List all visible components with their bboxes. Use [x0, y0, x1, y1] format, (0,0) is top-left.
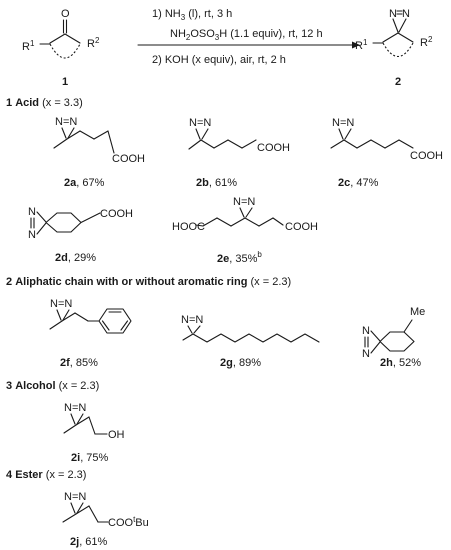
carboxylic-acid-group: COOH: [257, 142, 290, 154]
reaction-conditions: 1) NH3 (l), rt, 3 h NH2OSO3H (1.1 equiv)…: [137, 8, 360, 66]
starting-material-label: 1: [62, 76, 68, 88]
compound-2h: N N Me 2h, 52%: [362, 306, 425, 369]
tert-butyl-ester-group: COOtBu: [108, 515, 149, 529]
product-nitrogen-right: N: [402, 8, 410, 20]
compound-2b: N=N COOH 2b, 61%: [188, 117, 290, 189]
section-heading-acid: 1 Acid (x = 3.3): [6, 97, 83, 109]
product-nitrogen-left: N: [389, 8, 397, 20]
label-2g: 2g, 89%: [220, 357, 261, 369]
footnote-b: b: [257, 250, 262, 259]
product-label: 2: [395, 76, 401, 88]
arrow-head: [352, 41, 360, 49]
diazirine-nitrogen-bottom: N: [28, 229, 36, 241]
label-2c: 2c, 47%: [338, 177, 379, 189]
carboxylic-acid-group: COOH: [100, 208, 133, 220]
hydroxyl-group: OH: [108, 429, 125, 441]
compound-2f: N=N 2f, 85%: [49, 298, 132, 369]
label-2e: 2e, 35%b: [217, 250, 262, 265]
label-2b: 2b, 61%: [196, 177, 237, 189]
product-diazirine: N N R1 R2 2: [355, 8, 433, 88]
r1-group: R1: [22, 39, 35, 53]
label-2d: 2d, 29%: [55, 252, 96, 264]
compound-2e: N=N HOOC COOH 2e, 35%b: [172, 196, 318, 265]
compound-2g: N=N 2g, 89%: [181, 314, 320, 369]
section-heading-ester: 4 Ester (x = 2.3): [6, 469, 86, 481]
diazirine-nn: N=N: [64, 402, 86, 414]
compound-2c: N=N COOH 2c, 47%: [330, 117, 443, 189]
diazirine-nitrogen-top: N: [362, 325, 370, 337]
compound-2j: N=N COOtBu 2j, 61%: [62, 491, 149, 548]
product-r1-group: R1: [355, 38, 368, 52]
starting-material-ketone: O R1 R2 1: [22, 8, 100, 88]
compound-2d: N N COOH 2d, 29%: [28, 206, 133, 264]
condition-step1-line2: NH2OSO3H (1.1 equiv), rt, 12 h: [170, 28, 323, 42]
product-r2-group: R2: [420, 35, 433, 49]
methyl-group: Me: [410, 306, 425, 318]
section-heading-alcohol: 3 Alcohol (x = 2.3): [6, 380, 99, 392]
diazirine-nn: N=N: [181, 314, 203, 326]
carboxylic-acid-group-right: COOH: [285, 221, 318, 233]
compound-2i: N=N OH 2i, 75%: [63, 402, 125, 464]
label-2i: 2i, 75%: [71, 452, 109, 464]
label-2h: 2h, 52%: [380, 357, 421, 369]
diazirine-nitrogen-top: N: [28, 206, 36, 218]
diazirine-nn: N=N: [55, 116, 77, 128]
carbonyl-oxygen: O: [61, 8, 70, 20]
condition-step1-line1: 1) NH3 (l), rt, 3 h: [152, 8, 232, 22]
label-2a: 2a, 67%: [64, 177, 105, 189]
carboxylic-acid-group-left: HOOC: [172, 221, 205, 233]
condition-step2: 2) KOH (x equiv), air, rt, 2 h: [152, 54, 286, 66]
label-2f: 2f, 85%: [60, 357, 98, 369]
compound-2a: N=N COOH 2a, 67%: [53, 116, 145, 189]
diazirine-nn: N=N: [332, 117, 354, 129]
diazirine-nn: N=N: [233, 196, 255, 208]
carboxylic-acid-group: COOH: [410, 150, 443, 162]
benzene-ring: [98, 308, 132, 334]
carboxylic-acid-group: COOH: [112, 153, 145, 165]
section-heading-aliphatic: 2 Aliphatic chain with or without aromat…: [6, 276, 291, 288]
r2-group: R2: [87, 36, 100, 50]
diazirine-nn: N=N: [189, 117, 211, 129]
diazirine-nn: N=N: [50, 298, 72, 310]
diazirine-nn: N=N: [64, 491, 86, 503]
label-2j: 2j, 61%: [70, 536, 108, 548]
diazirine-nitrogen-bottom: N: [362, 348, 370, 360]
